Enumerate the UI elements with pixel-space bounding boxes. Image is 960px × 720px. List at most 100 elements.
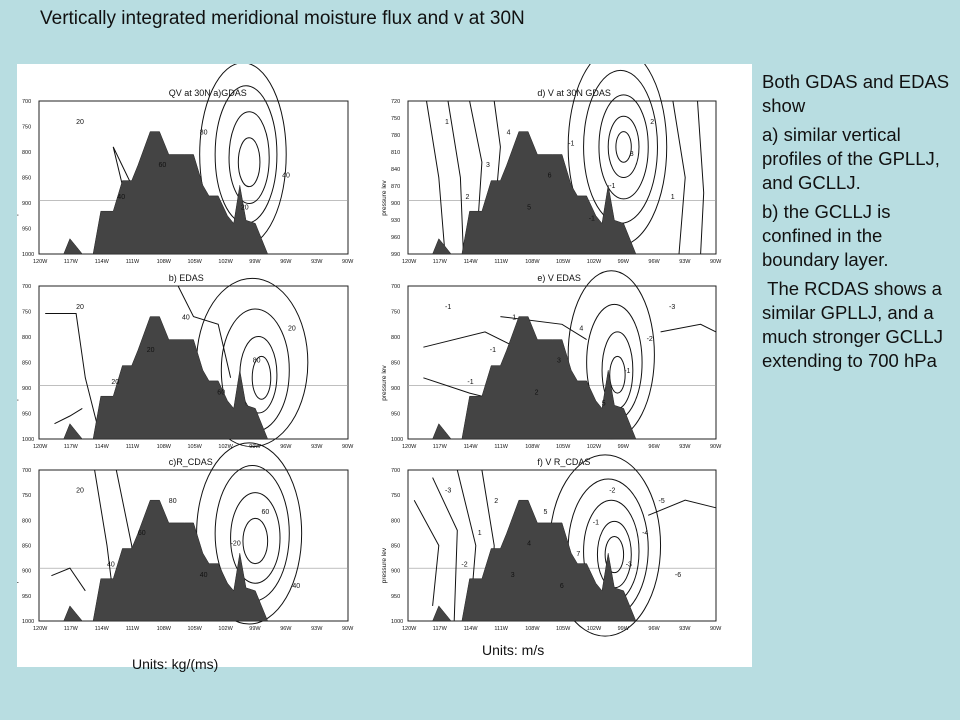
x-tick-label: 93W <box>311 626 323 632</box>
y-tick-label: 700 <box>22 99 31 105</box>
right-units-label: Units: m/s <box>482 642 545 658</box>
x-tick-label: 111W <box>494 626 508 632</box>
contour-value-label: -5 <box>659 498 665 505</box>
x-tick-label: 120W <box>402 626 417 632</box>
x-tick-label: 120W <box>402 259 417 265</box>
contour-line <box>228 111 270 205</box>
contour-value-label: -3 <box>626 562 632 569</box>
y-tick-label: 750 <box>391 116 400 122</box>
terrain-mask <box>39 499 348 622</box>
y-tick-label: 750 <box>391 493 400 499</box>
contour-value-label: -3 <box>669 304 675 311</box>
contour-value-label: 60 <box>138 530 146 537</box>
contour-value-label: 6 <box>560 583 564 590</box>
x-tick-label: 114W <box>95 626 110 632</box>
contour-value-label: 2 <box>650 119 654 126</box>
contour-value-label: 40 <box>200 572 208 579</box>
y-tick-label: 1000 <box>22 437 34 443</box>
x-tick-label: 117W <box>64 444 79 450</box>
note-4: The RCDAS shows a similar GPLLJ, and a m… <box>762 278 949 371</box>
x-tick-label: 99W <box>249 259 261 265</box>
x-tick-label: 117W <box>433 259 448 265</box>
contour-value-label: 60 <box>159 162 167 169</box>
y-tick-label: 750 <box>391 310 400 316</box>
x-tick-label: 105W <box>188 259 203 265</box>
contour-value-label: -1 <box>445 304 451 311</box>
x-tick-label: 111W <box>494 444 508 450</box>
x-tick-label: 111W <box>126 626 140 632</box>
contour-value-label: -1 <box>609 183 615 190</box>
contour-line <box>51 567 86 592</box>
y-tick-label: 930 <box>391 218 400 224</box>
y-tick-label: 750 <box>22 310 31 316</box>
terrain-mask <box>39 316 348 440</box>
y-tick-label: 850 <box>22 176 31 182</box>
x-tick-label: 93W <box>679 444 691 450</box>
panel-title: QV at 30N a)GDAS <box>169 88 247 98</box>
contour-line <box>615 131 632 163</box>
x-tick-label: 102W <box>218 444 233 450</box>
x-tick-label: 93W <box>311 444 323 450</box>
contour-value-label: -1 <box>593 519 599 526</box>
x-tick-label: 90W <box>342 444 354 450</box>
y-tick-label: 850 <box>391 544 400 550</box>
contour-value-label: 3 <box>486 162 490 169</box>
contour-value-label: 20 <box>288 325 296 332</box>
contour-line <box>447 100 464 255</box>
y-tick-label: 700 <box>391 468 400 474</box>
slide-title: Vertically integrated meridional moistur… <box>40 8 525 29</box>
panel-title: b) EDAS <box>169 273 204 283</box>
x-tick-label: 99W <box>249 444 261 450</box>
contour-value-label: 1 <box>671 194 675 201</box>
y-tick-label: 900 <box>22 386 31 392</box>
contour-value-label: 40 <box>282 173 290 180</box>
contour-value-label: -1 <box>589 215 595 222</box>
x-tick-label: 102W <box>587 444 602 450</box>
y-tick-label: 900 <box>391 386 400 392</box>
x-tick-label: 96W <box>648 259 660 265</box>
x-tick-label: 99W <box>618 626 630 632</box>
x-tick-label: 105W <box>556 444 571 450</box>
contour-value-label: -1 <box>490 347 496 354</box>
x-tick-label: 96W <box>648 444 660 450</box>
x-tick-label: 105W <box>188 626 203 632</box>
x-tick-label: 96W <box>280 259 292 265</box>
contour-line <box>432 477 458 622</box>
contour-value-label: -1 <box>624 368 630 375</box>
contour-value-label: -1 <box>568 140 574 147</box>
y-tick-label: 950 <box>22 594 31 600</box>
y-tick-label: 950 <box>22 227 31 233</box>
contour-value-label: 4 <box>527 541 531 548</box>
contour-line <box>604 535 625 574</box>
contour-line <box>697 100 705 255</box>
contour-value-label: 4 <box>579 325 583 332</box>
x-tick-label: 117W <box>64 259 79 265</box>
x-tick-label: 102W <box>218 259 233 265</box>
contour-value-label: 80 <box>169 498 177 505</box>
x-tick-label: 99W <box>618 444 630 450</box>
y-tick-label: 800 <box>391 335 400 341</box>
y-tick-label: 700 <box>22 284 31 290</box>
y-tick-label: 800 <box>22 150 31 156</box>
contour-value-label: 5 <box>602 400 606 407</box>
x-tick-label: 90W <box>342 626 354 632</box>
x-tick-label: 114W <box>95 259 110 265</box>
contour-value-label: 6 <box>548 173 552 180</box>
y-tick-label: 990 <box>391 252 400 258</box>
contour-line <box>237 137 261 188</box>
y-tick-label: 800 <box>22 335 31 341</box>
x-tick-label: 96W <box>280 626 292 632</box>
contour-value-label: -3 <box>445 488 451 495</box>
left-units-label: Units: kg/(ms) <box>132 656 219 672</box>
x-tick-label: 114W <box>464 259 479 265</box>
y-tick-label: 750 <box>22 125 31 131</box>
y-tick-label: 900 <box>391 569 400 575</box>
contour-value-label: 2 <box>466 194 470 201</box>
x-tick-label: 111W <box>126 259 140 265</box>
y-tick-label: 950 <box>391 594 400 600</box>
contour-line <box>413 499 440 606</box>
